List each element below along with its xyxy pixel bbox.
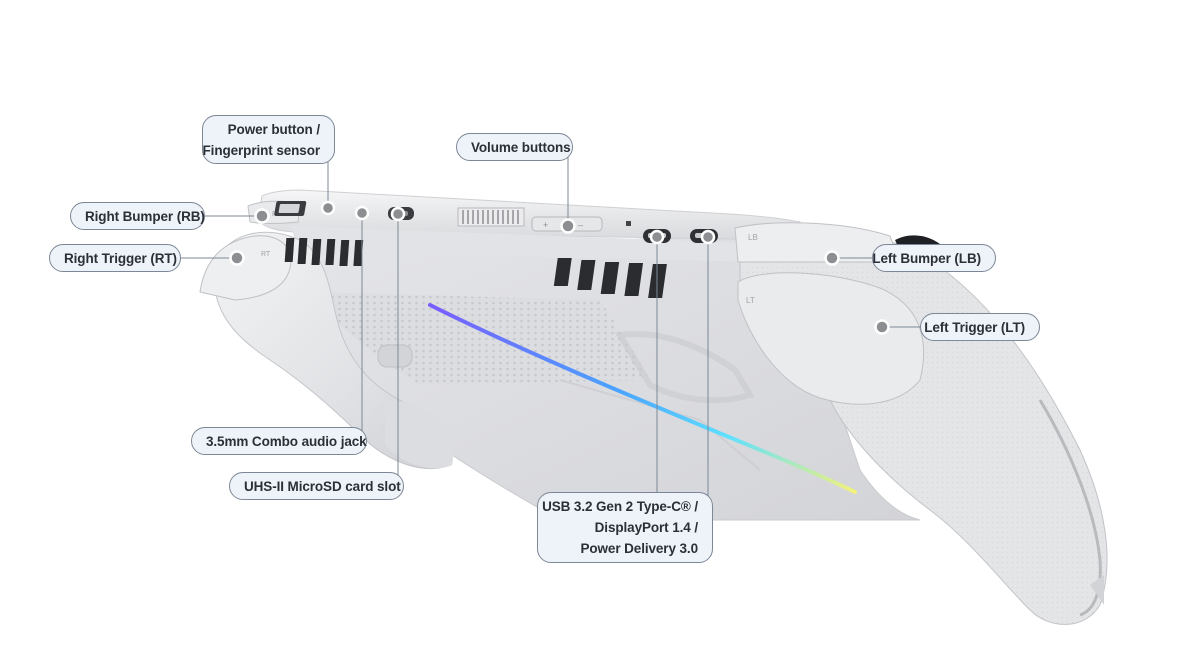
marker-sd [390,206,406,222]
callout-rt-line-1: Right Trigger (RT) [64,250,177,266]
marker-usb-2 [700,229,716,245]
marker-rt [229,250,245,266]
marker-volume [560,218,576,234]
marker-lt [874,319,890,335]
marker-rb [254,208,270,224]
marker-dots [229,200,890,335]
marker-audio [354,205,370,221]
callout-rb-line-1: Right Bumper (RB) [85,208,205,224]
callout-left-trigger: Left Trigger (LT) [920,313,1040,341]
callout-volume-line-1: Volume buttons [471,139,571,155]
callout-power-button: Power button / Fingerprint sensor [202,115,335,164]
callout-usb-c: USB 3.2 Gen 2 Type-C® / DisplayPort 1.4 … [537,492,713,563]
callout-lt-line-1: Left Trigger (LT) [924,319,1025,335]
svg-text:–: – [578,220,583,230]
callout-volume-buttons: Volume buttons [456,133,573,161]
callout-usb-line-2: DisplayPort 1.4 / [594,520,698,535]
callout-power-line-1: Power button / [227,121,320,137]
rt-marking: RT [261,251,271,258]
callout-right-bumper: Right Bumper (RB) [70,202,205,230]
callout-right-trigger: Right Trigger (RT) [49,244,181,272]
lt-marking: LT [746,296,755,305]
callout-microsd-slot: UHS-II MicroSD card slot [229,472,404,500]
callout-lb-line-1: Left Bumper (LB) [872,250,981,266]
marker-lb [824,250,840,266]
marker-power [320,200,336,216]
right-grip: RT RB [199,200,454,470]
left-grip: LB LT [734,222,1108,625]
callout-usb-line-3: Power Delivery 3.0 [580,541,698,556]
callout-power-line-2: Fingerprint sensor [202,142,321,158]
right-vent [553,258,667,298]
leader-lines [176,128,922,507]
callout-audio-line-1: 3.5mm Combo audio jack [206,433,367,449]
callout-sd-line-1: UHS-II MicroSD card slot [244,478,401,494]
top-grille [457,207,525,227]
callout-audio-jack: 3.5mm Combo audio jack [191,427,367,455]
callout-left-bumper: Left Bumper (LB) [872,244,996,272]
left-vent [284,238,364,266]
marker-usb-1 [649,229,665,245]
lb-marking: LB [748,233,758,242]
svg-text:+: + [543,220,548,230]
callout-usb-line-1: USB 3.2 Gen 2 Type-C® / [542,499,698,514]
power-button [274,201,307,216]
